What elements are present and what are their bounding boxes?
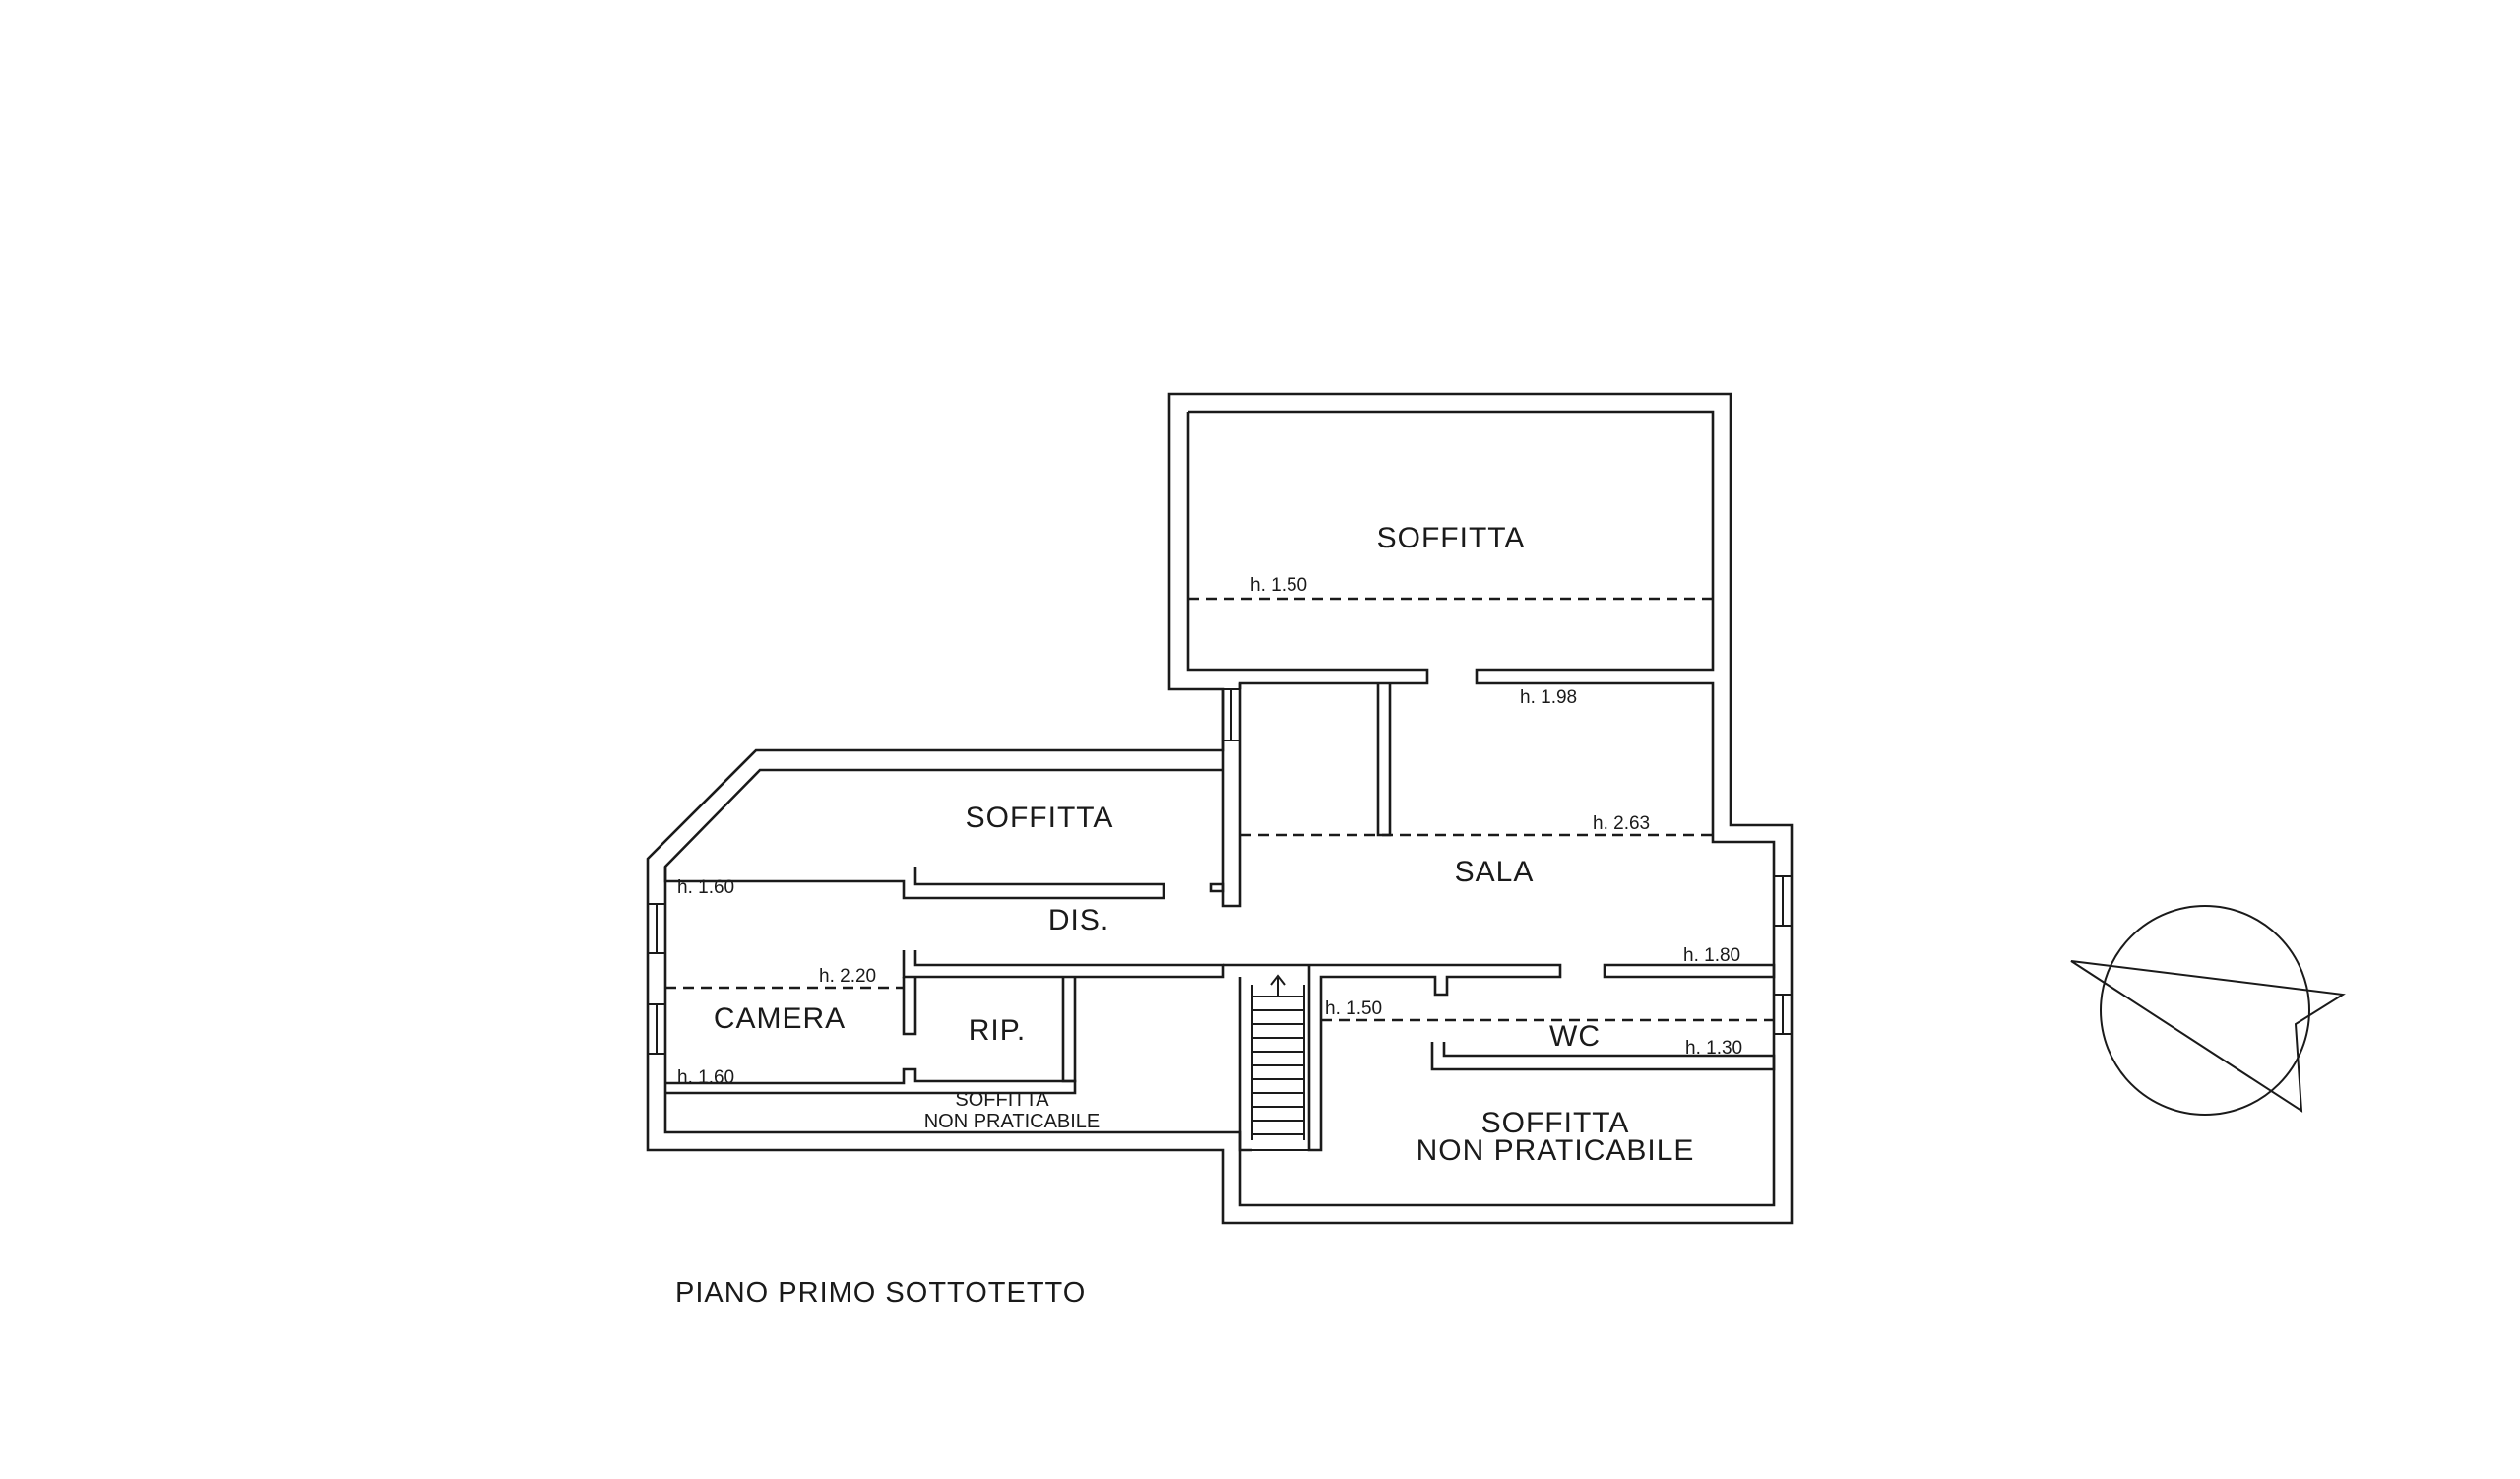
room-labels: SOFFITTA SOFFITTA SALA DIS. CAMERA RIP. … bbox=[714, 522, 1695, 1167]
plan-title: PIANO PRIMO SOTTOTETTO bbox=[675, 1277, 1086, 1309]
height-label-left-160-top: h. 1.60 bbox=[677, 877, 734, 898]
height-label-top-150: h. 1.50 bbox=[1250, 575, 1307, 596]
height-label-198: h. 1.98 bbox=[1520, 687, 1577, 708]
height-labels: h. 1.50 h. 1.98 h. 2.63 h. 1.60 h. 2.20 … bbox=[677, 575, 1742, 1088]
room-label-camera: CAMERA bbox=[714, 1002, 846, 1035]
height-lines bbox=[665, 597, 1774, 1022]
room-label-dis: DIS. bbox=[1048, 904, 1109, 936]
room-label-wc: WC bbox=[1549, 1020, 1601, 1053]
room-label-soffitta-np-big-1: SOFFITTA bbox=[1481, 1107, 1630, 1139]
outer-walls bbox=[646, 392, 1794, 1225]
north-arrow-icon bbox=[2070, 905, 2346, 1116]
windows bbox=[647, 688, 1793, 1055]
staircase-icon bbox=[1251, 974, 1305, 1140]
room-label-sala: SALA bbox=[1455, 856, 1535, 888]
room-label-rip: RIP. bbox=[969, 1014, 1026, 1047]
room-label-soffitta-top: SOFFITTA bbox=[1377, 522, 1526, 554]
height-label-left-160-bottom: h. 1.60 bbox=[677, 1067, 734, 1088]
interior-walls bbox=[663, 683, 1776, 1152]
room-label-soffitta-np-big-2: NON PRATICABILE bbox=[1417, 1134, 1695, 1167]
height-label-180: h. 1.80 bbox=[1683, 945, 1740, 966]
height-label-130: h. 1.30 bbox=[1685, 1038, 1742, 1059]
height-label-stair-150: h. 1.50 bbox=[1325, 998, 1382, 1019]
height-label-220: h. 2.20 bbox=[819, 966, 876, 987]
room-label-soffitta-np-small-1: SOFFITTA bbox=[955, 1089, 1049, 1111]
room-label-soffitta-left: SOFFITTA bbox=[966, 802, 1114, 834]
height-label-263: h. 2.63 bbox=[1593, 813, 1650, 834]
room-label-soffitta-np-small-2: NON PRATICABILE bbox=[924, 1111, 1101, 1132]
